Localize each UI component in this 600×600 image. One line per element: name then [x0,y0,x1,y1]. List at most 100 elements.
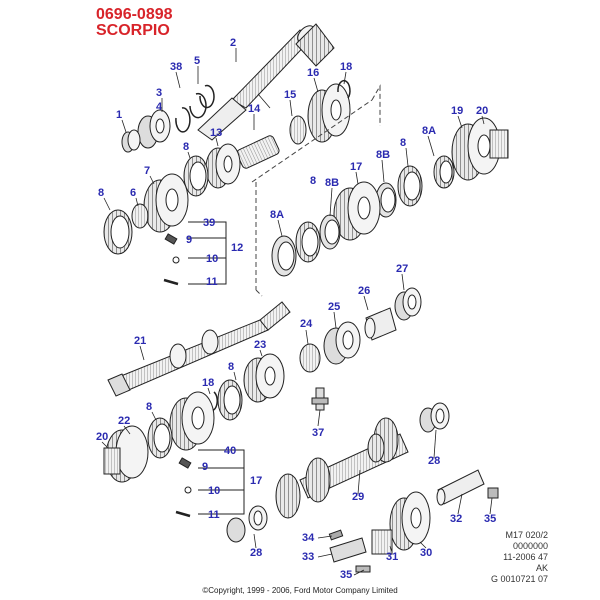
callout: 35 [340,569,352,581]
callout: 18 [202,377,214,389]
input-shaft [197,23,335,141]
callout: 25 [328,301,340,313]
callout: 20 [476,105,488,117]
callout: 8 [146,401,152,413]
model-name: SCORPIO [96,22,170,39]
callout: 22 [118,415,130,427]
synchro-hub-17 [333,181,381,241]
ref-line: 11-2006 47 [503,552,548,562]
callout: 3 [156,87,162,99]
synchro-ring-top [183,155,209,197]
callout: 34 [302,532,315,544]
bearing-24 [299,343,321,373]
callout: 17 [250,475,262,487]
callout: 11 [208,509,220,521]
gear-20-lower [103,425,149,483]
callout: 20 [96,431,108,443]
callout: 6 [130,187,136,199]
model-year-range: 0696-0898 [96,6,173,23]
callout: 8A [422,125,436,137]
callout: 35 [484,513,496,525]
gear-19-20 [433,117,509,189]
gear-30 [371,491,431,555]
callout: 7 [144,165,150,177]
layshaft [275,417,409,519]
callout: 24 [300,318,313,330]
callout: 16 [307,67,319,79]
callout: 31 [386,551,398,563]
callout: 1 [116,109,122,121]
reference-block: M17 020/2 0000000 11-2006 47 AK G 001072… [491,530,548,585]
shaft-32 [436,469,499,506]
callout: 13 [210,127,222,139]
circlips-top [175,84,215,133]
callout: 9 [202,461,208,473]
copyright-notice: ©Copyright, 1999 - 2006, Ford Motor Comp… [202,586,398,595]
bracket-lines [188,221,245,515]
input-bearing [121,109,171,153]
callout: 10 [206,253,218,265]
callout: 30 [420,547,432,559]
callout: 26 [358,285,370,297]
callout: 4 [156,101,163,113]
callout: 8B [376,149,390,161]
callout: 15 [284,89,296,101]
callout: 28 [250,547,262,559]
callout: 14 [248,103,261,115]
callout: 11 [206,276,218,288]
callout: 8B [325,177,339,189]
leader-lines [101,48,493,576]
callout: 29 [352,491,364,503]
callout: 33 [302,551,314,563]
callout: 5 [194,55,200,67]
sleeve-26 [364,307,397,341]
synchro-ring-left [103,209,133,255]
callout: 21 [134,335,146,347]
synchro-ring-right [397,165,423,207]
cone-ring-8B [375,182,397,218]
bearing-28 [226,402,450,543]
callout: 8 [183,141,189,153]
ref-line: G 0010721 07 [490,574,548,584]
synchro-hub-lower [147,391,215,459]
detent-parts-lower [175,457,192,518]
main-shaft [107,301,291,397]
gear-13 [205,143,241,189]
callout: 17 [350,161,362,173]
gear-23 [243,353,285,403]
callouts: 2 38 5 3 4 1 16 18 14 15 13 8 19 20 8A 8… [96,37,496,581]
ref-line: M17 020/2 [505,530,548,540]
callout: 8 [98,187,104,199]
callout: 39 [203,217,215,229]
callout: 8 [310,175,316,187]
detent-parts-top [163,233,180,286]
callout: 18 [340,61,352,73]
synchro-hub-7 [143,173,189,233]
callout: 40 [224,445,236,457]
callout: 8 [400,137,406,149]
bearing-27 [394,287,422,321]
ring-set-lower [271,214,341,277]
callout: 27 [396,263,408,275]
callout: 12 [231,242,243,254]
callout: 19 [451,105,463,117]
callout: 2 [230,37,236,49]
parts-drawing [103,23,509,573]
callout: 28 [428,455,440,467]
callout: 32 [450,513,462,525]
needle-bearing-14 [236,115,307,169]
ref-line: 0000000 [512,541,548,551]
callout: 8 [228,361,234,373]
callout: 23 [254,339,266,351]
gear-6 [131,203,149,229]
gear-16 [307,79,351,143]
callout: 8A [270,209,284,221]
bearing-25 [323,321,361,365]
selector-33 [328,529,371,573]
callout: 10 [208,485,220,497]
callout: 37 [312,427,324,439]
ref-line: AK [535,563,548,573]
bolt-37 [311,387,329,411]
